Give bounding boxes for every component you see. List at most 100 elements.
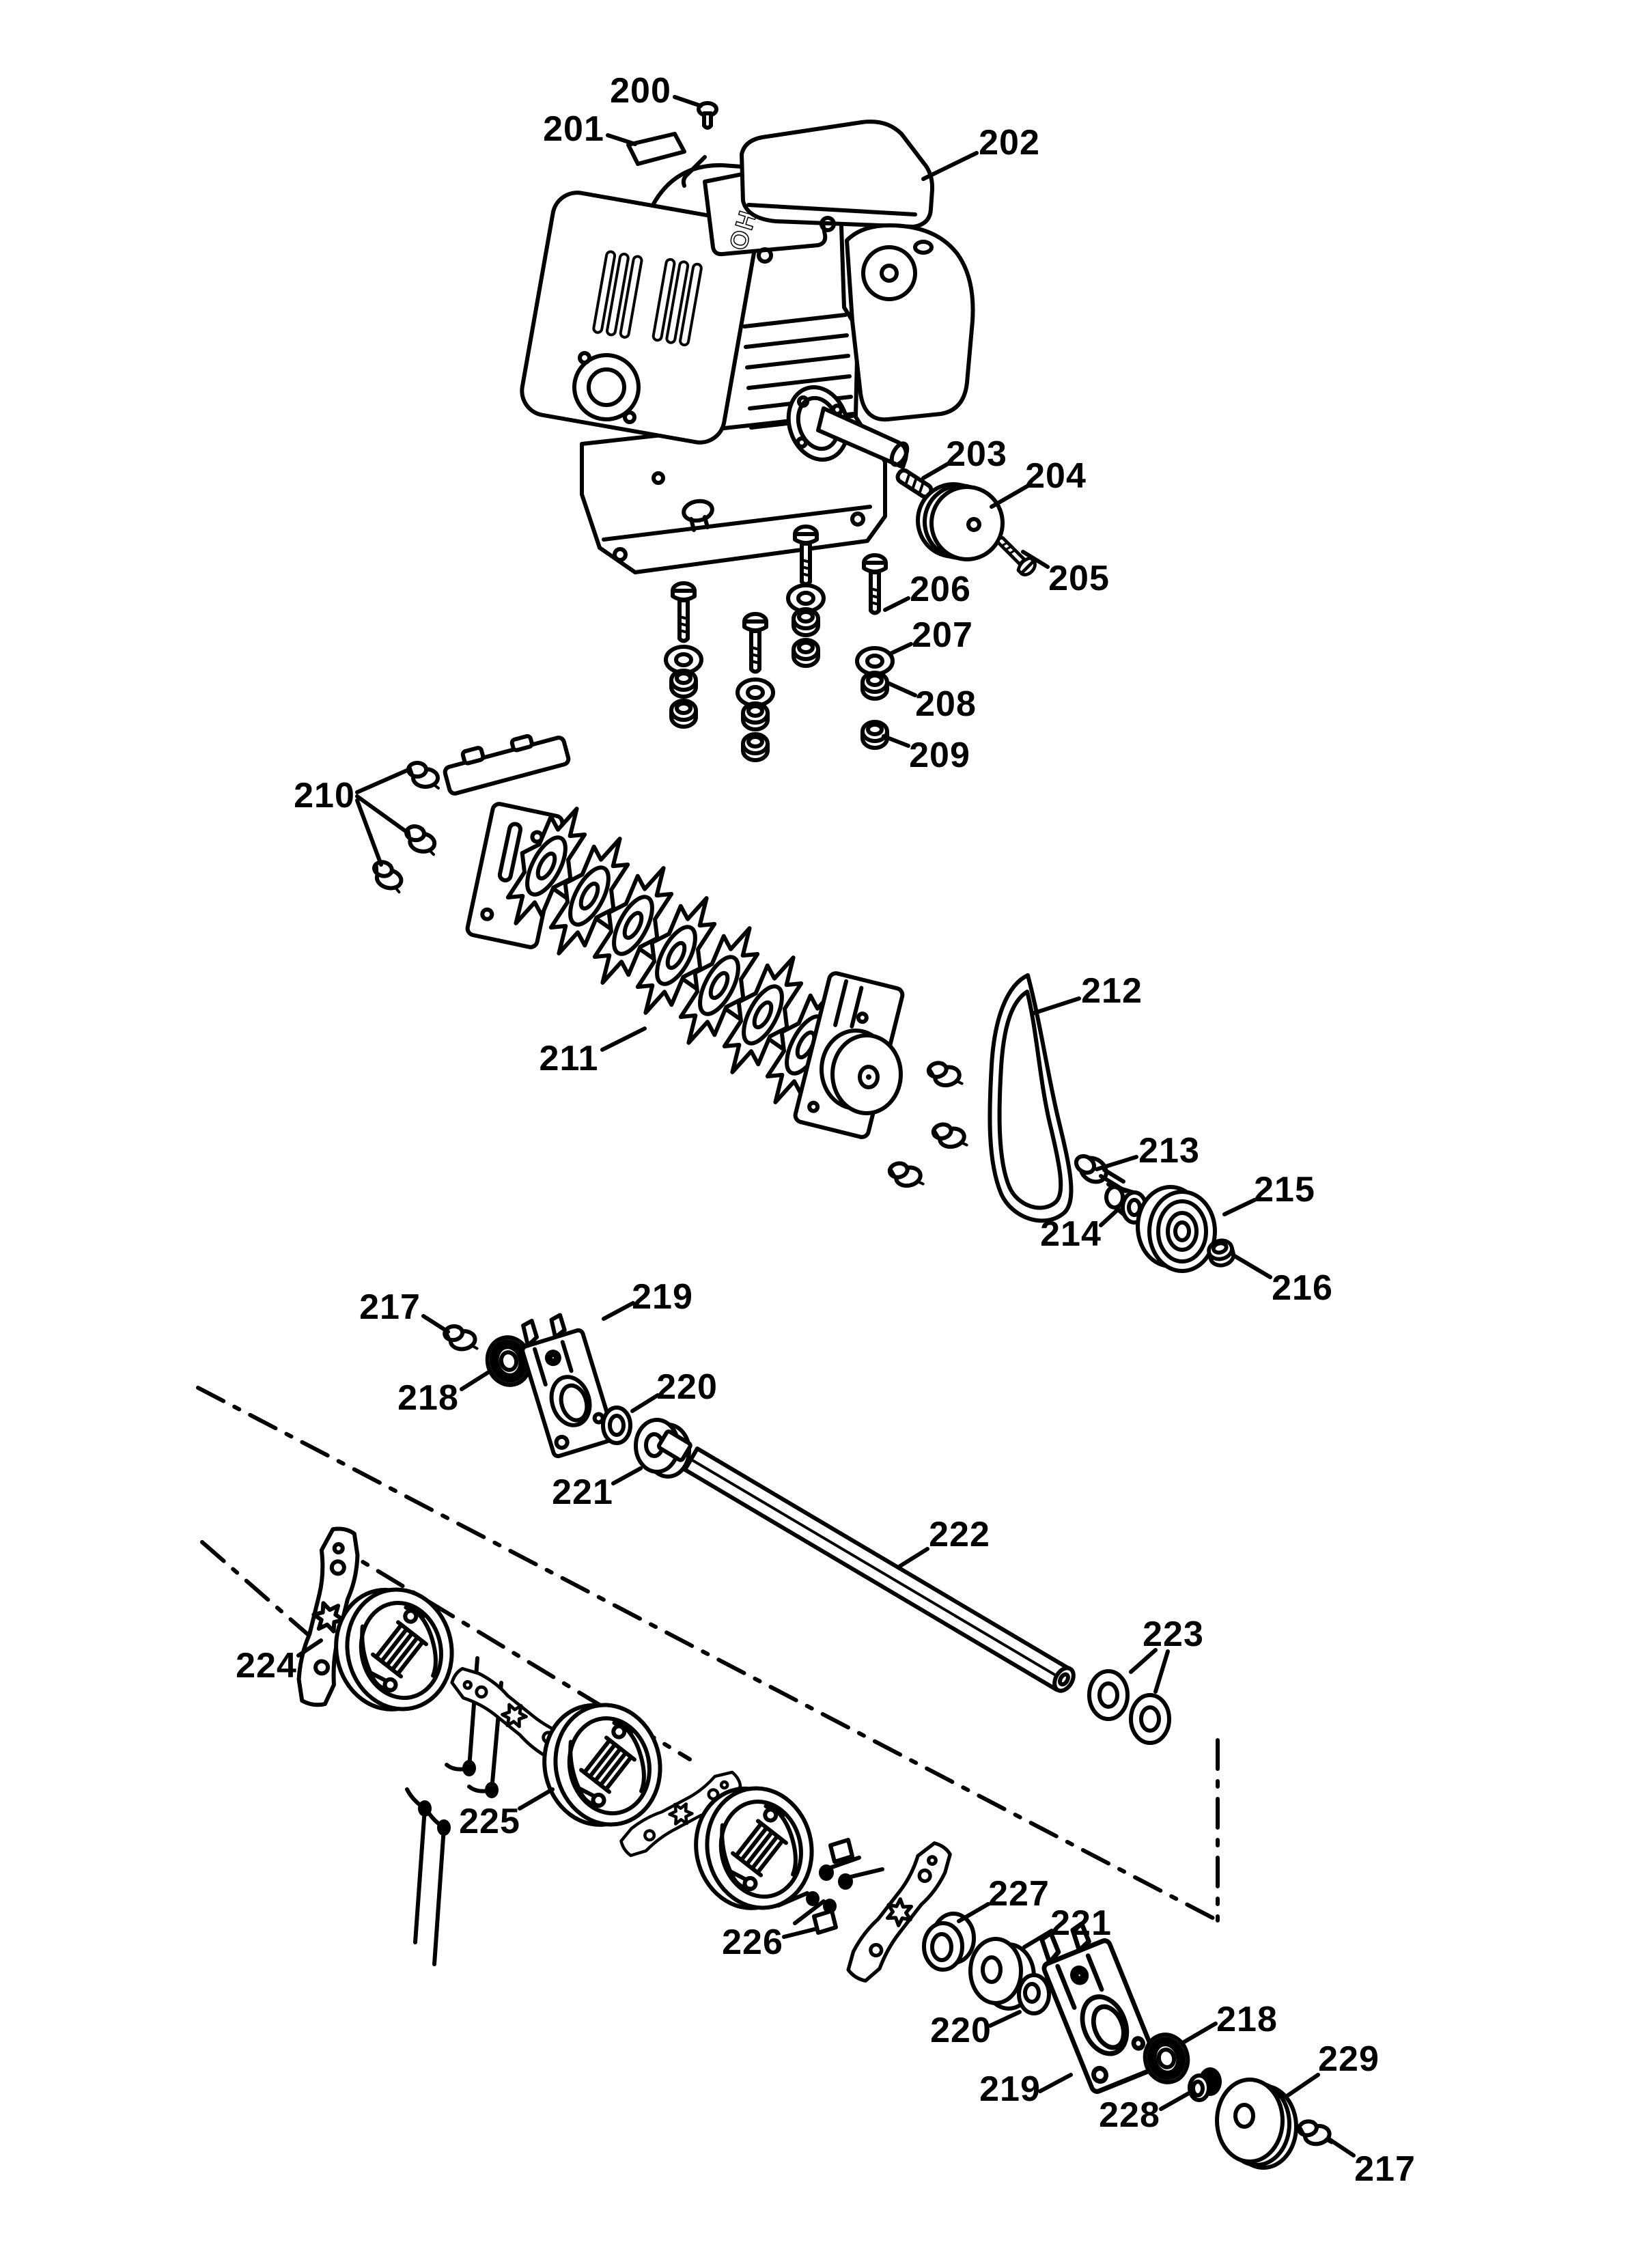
callout-label-204: 204 xyxy=(1025,456,1087,496)
callout-leader-223 xyxy=(1129,1648,1158,1674)
callout-leader-225 xyxy=(518,1787,555,1811)
callout-label-210: 210 xyxy=(294,776,355,815)
callout-label-218-left: 218 xyxy=(397,1378,459,1418)
rotor-top-bar xyxy=(443,733,571,796)
callout-label-224: 224 xyxy=(236,1646,297,1686)
callout-label-217-right: 217 xyxy=(1354,2149,1416,2189)
cylinder-fins xyxy=(742,313,854,430)
part-228-sleeve xyxy=(1188,2067,1222,2102)
callout-label-227: 227 xyxy=(988,1874,1050,1914)
part-201-plate xyxy=(626,132,686,166)
part-207-washer xyxy=(857,648,893,674)
callout-label-226: 226 xyxy=(722,1923,783,1962)
callout-223: 223 xyxy=(1129,1615,1204,1694)
callout-leader-206 xyxy=(883,596,910,612)
callout-226: 226 xyxy=(722,1923,819,1962)
callout-207: 207 xyxy=(888,615,973,656)
callout-224: 224 xyxy=(236,1638,323,1686)
callout-leader-217-left xyxy=(421,1314,450,1334)
part-219-plate-left xyxy=(515,1308,615,1457)
callout-label-223: 223 xyxy=(1143,1615,1204,1654)
callout-leader-221-right xyxy=(1022,1929,1054,1949)
fastener-column-2 xyxy=(738,614,773,760)
callout-leader-202 xyxy=(921,151,979,181)
callout-leader-215 xyxy=(1222,1198,1257,1216)
part-220-washer-left xyxy=(601,1406,632,1445)
part-226-clips xyxy=(776,1838,884,1935)
part-212-belt xyxy=(988,973,1074,1223)
callout-label-221-right: 221 xyxy=(1050,1903,1112,1943)
callout-label-225: 225 xyxy=(459,1802,520,1841)
callout-210: 210 xyxy=(294,768,410,867)
callout-220-left: 220 xyxy=(630,1367,717,1413)
callout-leader-214 xyxy=(1099,1207,1121,1227)
callout-208: 208 xyxy=(886,681,977,724)
callout-221-right: 221 xyxy=(1022,1903,1112,1949)
callout-leader-204 xyxy=(990,484,1029,509)
fastener-column-206-209 xyxy=(857,555,893,748)
callout-214: 214 xyxy=(1040,1207,1121,1254)
callout-206: 206 xyxy=(883,570,971,612)
callout-leader-200 xyxy=(673,95,703,108)
part-213-bolt xyxy=(1074,1154,1128,1196)
callout-leader-228 xyxy=(1159,2089,1194,2111)
callout-204: 204 xyxy=(990,456,1087,509)
callout-label-206: 206 xyxy=(910,570,971,609)
callout-label-202: 202 xyxy=(979,123,1040,163)
callout-label-220-right: 220 xyxy=(930,2011,992,2050)
callout-leader-212 xyxy=(1031,996,1081,1016)
callout-211: 211 xyxy=(540,1026,647,1078)
callout-leader-227 xyxy=(957,1902,990,1923)
callout-leader-213 xyxy=(1095,1155,1138,1171)
callout-label-211: 211 xyxy=(540,1039,599,1078)
callout-217-right: 217 xyxy=(1327,2137,1416,2189)
callout-leader-226 xyxy=(782,1927,819,1939)
callout-227: 227 xyxy=(957,1874,1050,1923)
callout-leader-210 xyxy=(355,798,383,867)
callout-200: 200 xyxy=(610,71,703,111)
callout-leader-229 xyxy=(1286,2073,1320,2097)
callout-218-right: 218 xyxy=(1181,2000,1278,2045)
callout-label-218-right: 218 xyxy=(1216,2000,1278,2039)
part-215-pulley xyxy=(1136,1185,1217,1273)
callout-201: 201 xyxy=(543,109,637,149)
part-222-shaft xyxy=(656,1429,1076,1693)
part-217-screw-right xyxy=(1298,2118,1332,2148)
callout-215: 215 xyxy=(1222,1170,1315,1216)
callout-225: 225 xyxy=(459,1787,555,1841)
part-229-disc xyxy=(1215,2078,1298,2170)
callout-label-215: 215 xyxy=(1254,1170,1315,1210)
callout-leader-209 xyxy=(882,734,910,748)
callout-label-216: 216 xyxy=(1272,1268,1333,1308)
part-211-rotor xyxy=(443,733,967,1190)
callout-216: 216 xyxy=(1231,1253,1333,1308)
callout-label-205: 205 xyxy=(1048,559,1110,598)
blade-pins-b xyxy=(405,1787,451,1966)
callout-leader-203 xyxy=(921,461,951,480)
callout-label-207: 207 xyxy=(912,615,973,655)
callout-label-208: 208 xyxy=(915,684,977,724)
callout-209: 209 xyxy=(882,734,970,775)
callout-label-213: 213 xyxy=(1138,1131,1200,1171)
callout-leader-219-right xyxy=(1038,2073,1073,2093)
callout-label-203: 203 xyxy=(946,434,1007,474)
callout-label-219-right: 219 xyxy=(979,2069,1041,2109)
callout-label-201: 201 xyxy=(543,109,604,149)
callout-leader-211 xyxy=(600,1026,647,1052)
part-206-bolt xyxy=(864,555,886,613)
part-227-collar xyxy=(922,1912,976,1972)
callout-label-219-left: 219 xyxy=(632,1277,693,1317)
callout-219-right: 219 xyxy=(979,2069,1073,2109)
callout-label-209: 209 xyxy=(909,736,970,775)
callout-leader-201 xyxy=(606,133,637,146)
callout-label-229: 229 xyxy=(1318,2039,1380,2079)
callout-221-left: 221 xyxy=(552,1466,643,1512)
fastener-column-1 xyxy=(666,583,701,727)
part-216-nut xyxy=(1207,1238,1235,1268)
callout-leader-205 xyxy=(1021,550,1050,569)
callout-leader-221-left xyxy=(611,1466,643,1485)
callout-label-214: 214 xyxy=(1040,1214,1102,1254)
callout-label-200: 200 xyxy=(610,71,671,111)
